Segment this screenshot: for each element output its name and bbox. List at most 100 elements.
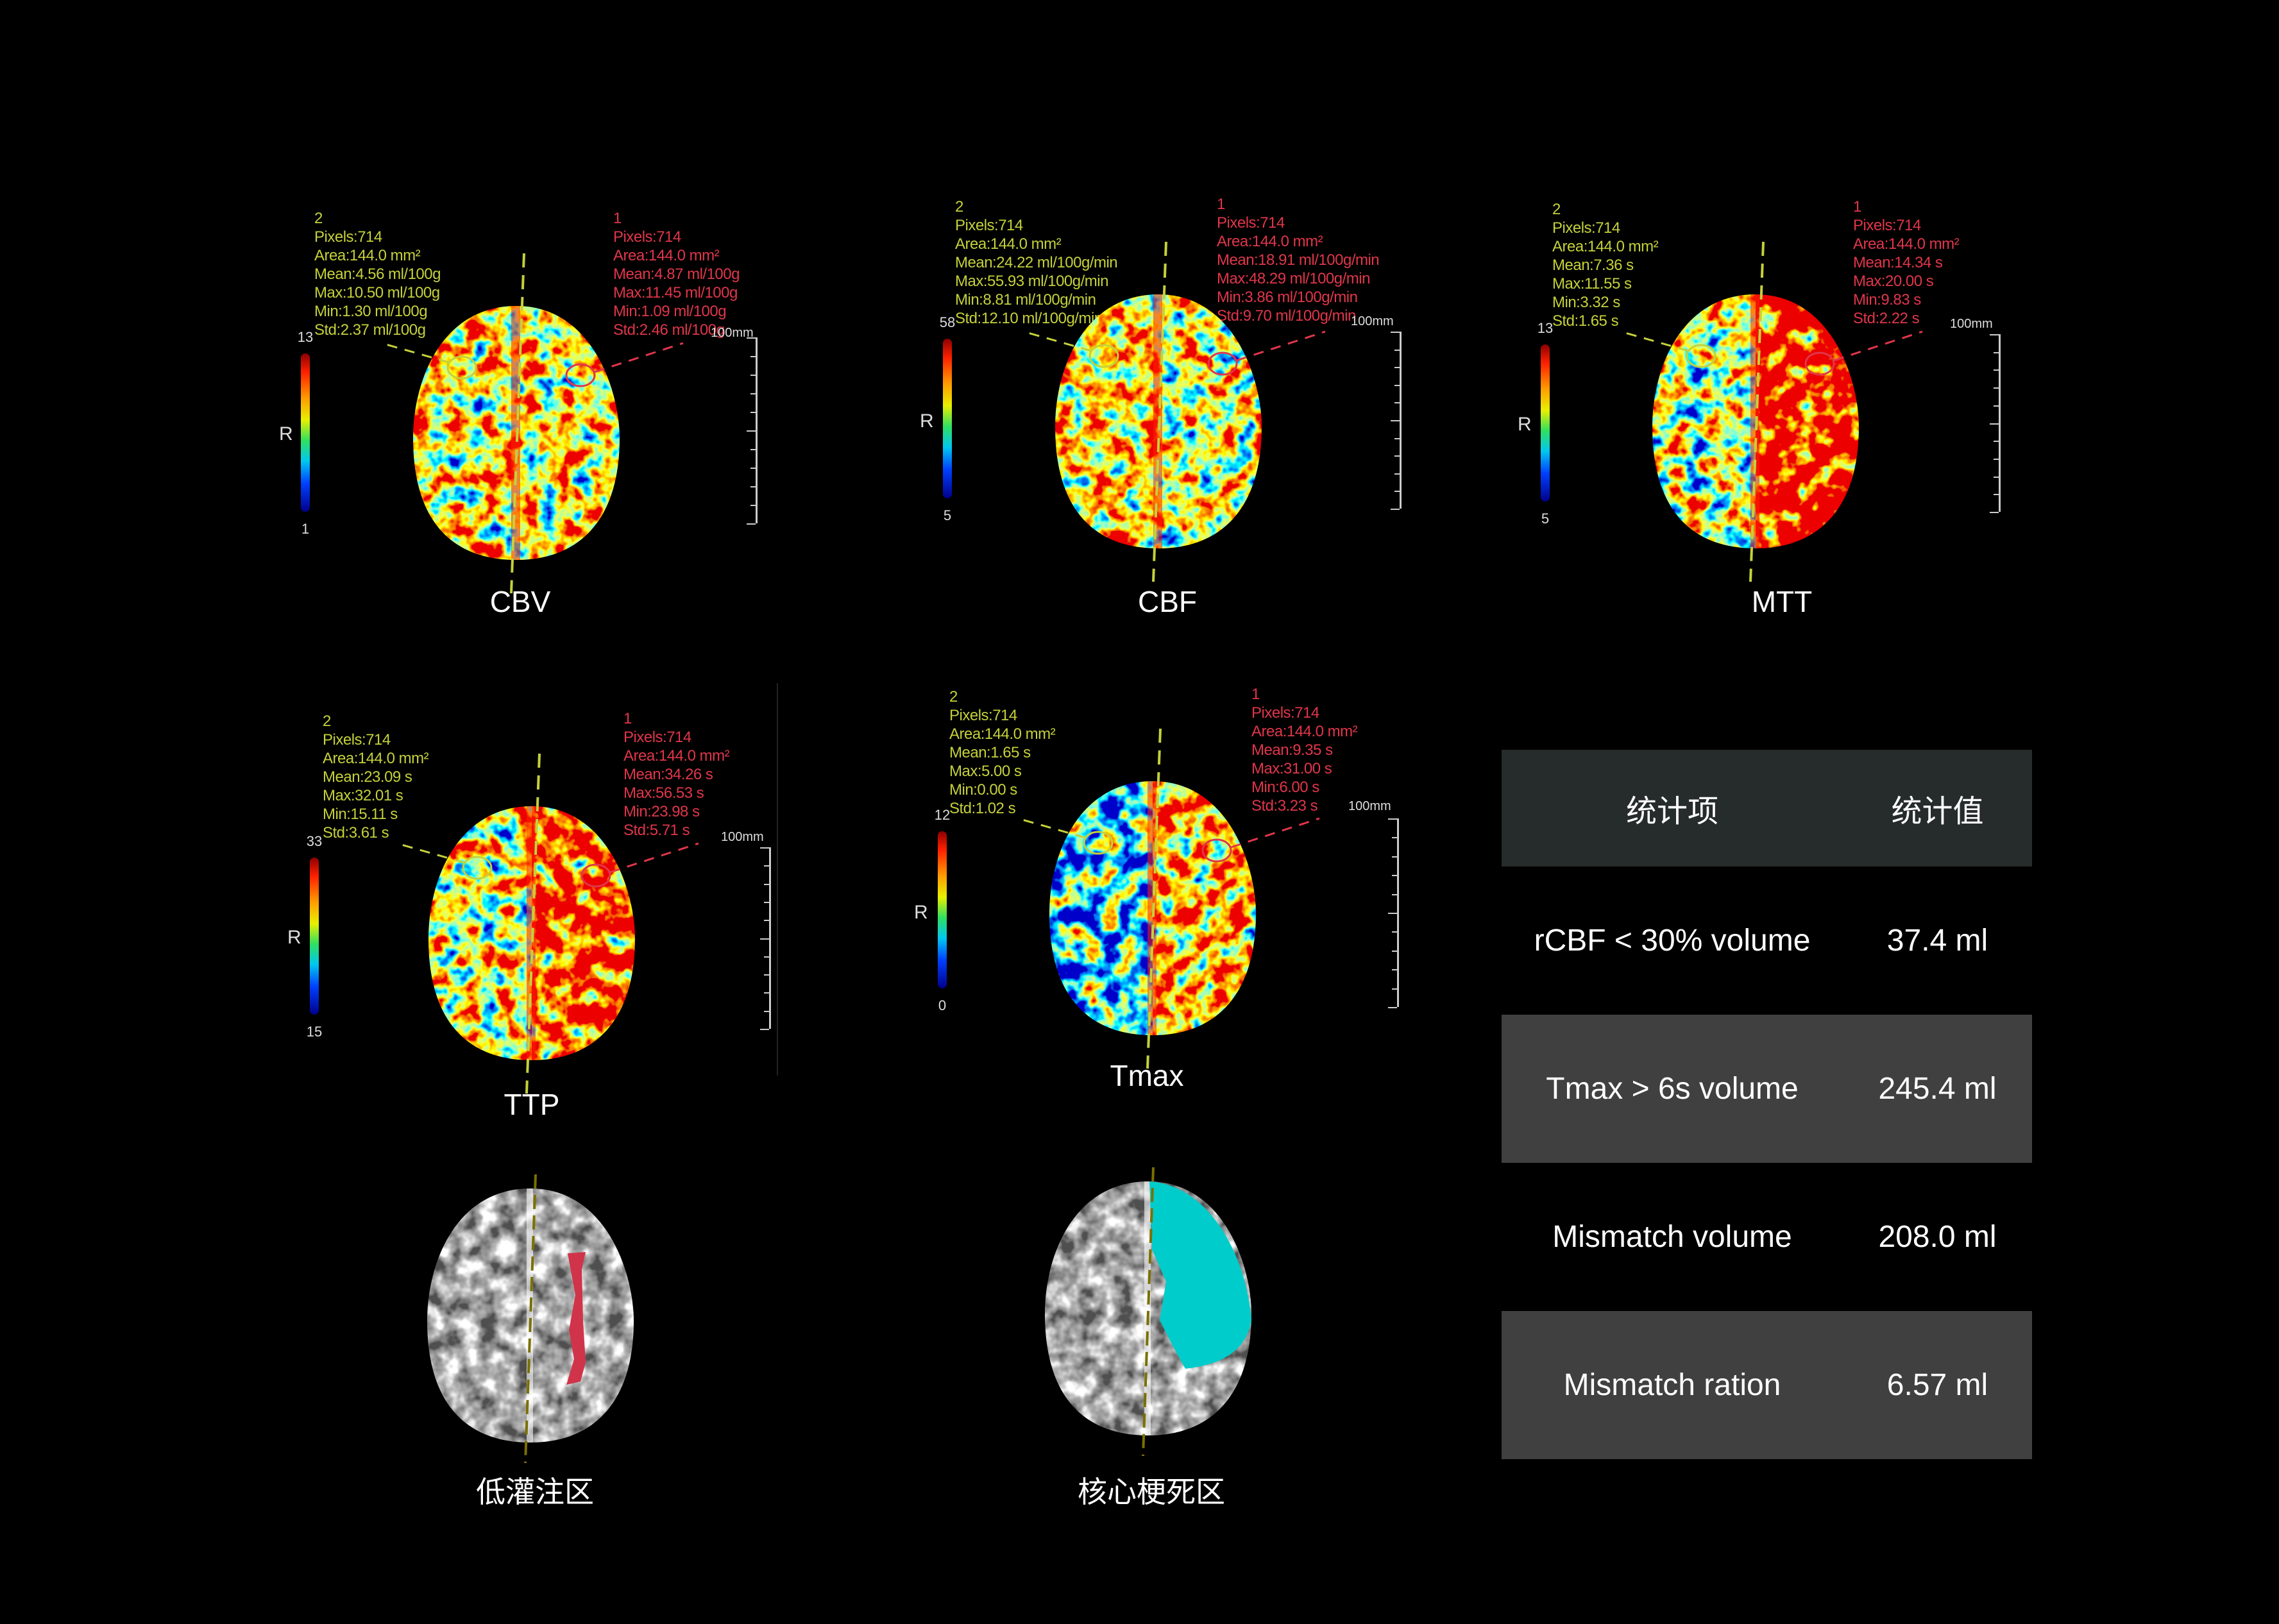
roi-stat-line: Mean:1.65 s — [949, 744, 1031, 761]
roi-stat-line: Area:144.0 mm² — [949, 725, 1056, 743]
core-infarct-region — [1149, 1181, 1251, 1369]
roi-stat-line: Mean:7.36 s — [1552, 257, 1634, 274]
scale-tick — [1392, 893, 1397, 895]
roi-stat-line: Std:1.02 s — [949, 800, 1016, 817]
scale-label: 100mm — [1348, 799, 1391, 813]
caption-ttp: TTP — [504, 1088, 560, 1121]
roi2-id: 2 — [314, 210, 323, 227]
scale-tick — [764, 1010, 769, 1012]
scale-tick — [750, 449, 756, 450]
scale-tick — [1394, 349, 1400, 351]
scale-tick — [1994, 369, 1999, 371]
roi-stat-line: Pixels:714 — [623, 729, 691, 746]
row-value: 37.4 ml — [1886, 924, 1988, 958]
mask-brain-hypoperfusion — [427, 1188, 634, 1442]
perfusion-brain-map — [1055, 294, 1262, 548]
scale-tick — [1391, 332, 1400, 333]
row-value: 208.0 ml — [1878, 1220, 1997, 1254]
scale-tick — [764, 920, 769, 922]
roi-stat-line: Area:144.0 mm² — [323, 750, 429, 767]
roi-stat-line: Max:11.55 s — [1552, 275, 1632, 292]
hypoperfusion-region — [566, 1252, 586, 1385]
colorbar-axis-label: R — [287, 927, 301, 948]
colorbar-mtt — [1541, 344, 1550, 502]
roi-stat-line: Max:11.45 ml/100g — [613, 284, 738, 301]
scale-tick — [750, 375, 756, 376]
roi-stat-line: Mean:4.87 ml/100g — [613, 266, 740, 283]
scale-tick — [1391, 509, 1400, 510]
roi1-id: 1 — [1853, 198, 1861, 216]
roi-stat-line: Area:144.0 mm² — [314, 247, 421, 264]
roi2-id: 2 — [955, 198, 963, 216]
roi-stat-line: Max:32.01 s — [323, 787, 403, 804]
scale-tick — [1990, 334, 1999, 335]
roi-stat-line: Mean:4.56 ml/100g — [314, 266, 441, 283]
roi-stat-line: Mean:34.26 s — [623, 766, 713, 783]
scale-tick — [1392, 875, 1397, 877]
roi-stat-line: Max:48.29 ml/100g/min — [1217, 270, 1370, 287]
scale-tick — [764, 992, 769, 994]
scale-tick — [1392, 969, 1397, 971]
scale-tick — [764, 974, 769, 976]
roi-stat-line: Std:1.65 s — [1552, 312, 1619, 330]
scale-tick — [1394, 367, 1400, 369]
colorbar-cbf — [943, 339, 952, 498]
scale-tick — [750, 505, 756, 506]
roi-stat-line: Mean:18.91 ml/100g/min — [1217, 251, 1380, 269]
roi-stat-line: Area:144.0 mm² — [1217, 233, 1323, 250]
colorbar-max-label: 13 — [297, 329, 314, 345]
colorbar-axis-label: R — [920, 410, 934, 432]
roi2-id: 2 — [949, 688, 958, 706]
scale-label: 100mm — [1950, 317, 1993, 331]
roi-stat-line: Min:0.00 s — [949, 781, 1017, 799]
roi-stat-line: Pixels:714 — [314, 228, 382, 246]
roi-stat-line: Min:9.83 s — [1853, 291, 1921, 309]
roi-stat-line: Pixels:714 — [613, 228, 681, 246]
colorbar-max-label: 33 — [306, 833, 323, 849]
scale-label: 100mm — [711, 326, 754, 340]
scale-label: 100mm — [1351, 314, 1394, 328]
perfusion-brain-map — [428, 806, 635, 1060]
scale-tick — [1994, 441, 1999, 443]
scale-tick — [764, 901, 769, 903]
scale-ruler — [747, 337, 758, 525]
roi-stat-line: Max:20.00 s — [1853, 273, 1934, 290]
row-item: Mismatch ration — [1563, 1368, 1781, 1402]
table-row: rCBF < 30% volume 37.4 ml — [1502, 867, 2032, 1015]
table-row: Mismatch ration 6.57 ml — [1502, 1311, 2032, 1459]
roi-stat-line: Pixels:714 — [1853, 217, 1921, 234]
scale-tick — [750, 486, 756, 487]
roi-stat-line: Max:55.93 ml/100g/min — [955, 273, 1108, 290]
row-value: 6.57 ml — [1886, 1368, 1988, 1402]
roi-stat-line: Area:144.0 mm² — [1552, 238, 1659, 255]
roi-stat-line: Std:9.70 ml/100g/min — [1217, 307, 1356, 325]
scale-tick — [747, 523, 756, 525]
roi-stat-line: Max:31.00 s — [1251, 760, 1332, 777]
mask-brain-core-infarct — [1045, 1181, 1251, 1435]
roi-stat-line: Min:23.98 s — [623, 803, 700, 820]
scale-tick — [1994, 494, 1999, 496]
scale-tick — [750, 393, 756, 394]
roi-stat-line: Std:3.23 s — [1251, 797, 1318, 815]
scale-tick — [1394, 455, 1400, 457]
roi-stat-line: Area:144.0 mm² — [1853, 235, 1960, 253]
scale-tick — [750, 468, 756, 469]
scale-tick — [764, 865, 769, 867]
caption-hypoperfusion: 低灌注区 — [476, 1475, 594, 1509]
roi-stat-line: Max:10.50 ml/100g — [314, 284, 440, 301]
scale-tick — [1392, 931, 1397, 933]
colorbar-min-label: 15 — [306, 1024, 323, 1040]
scale-ruler — [1990, 334, 2001, 513]
panel-divider — [777, 683, 778, 1076]
roi-stat-line: Std:2.37 ml/100g — [314, 321, 426, 339]
colorbar-min-label: 1 — [301, 521, 310, 537]
row-item: Mismatch volume — [1552, 1220, 1792, 1254]
roi-stat-line: Area:144.0 mm² — [955, 235, 1062, 253]
